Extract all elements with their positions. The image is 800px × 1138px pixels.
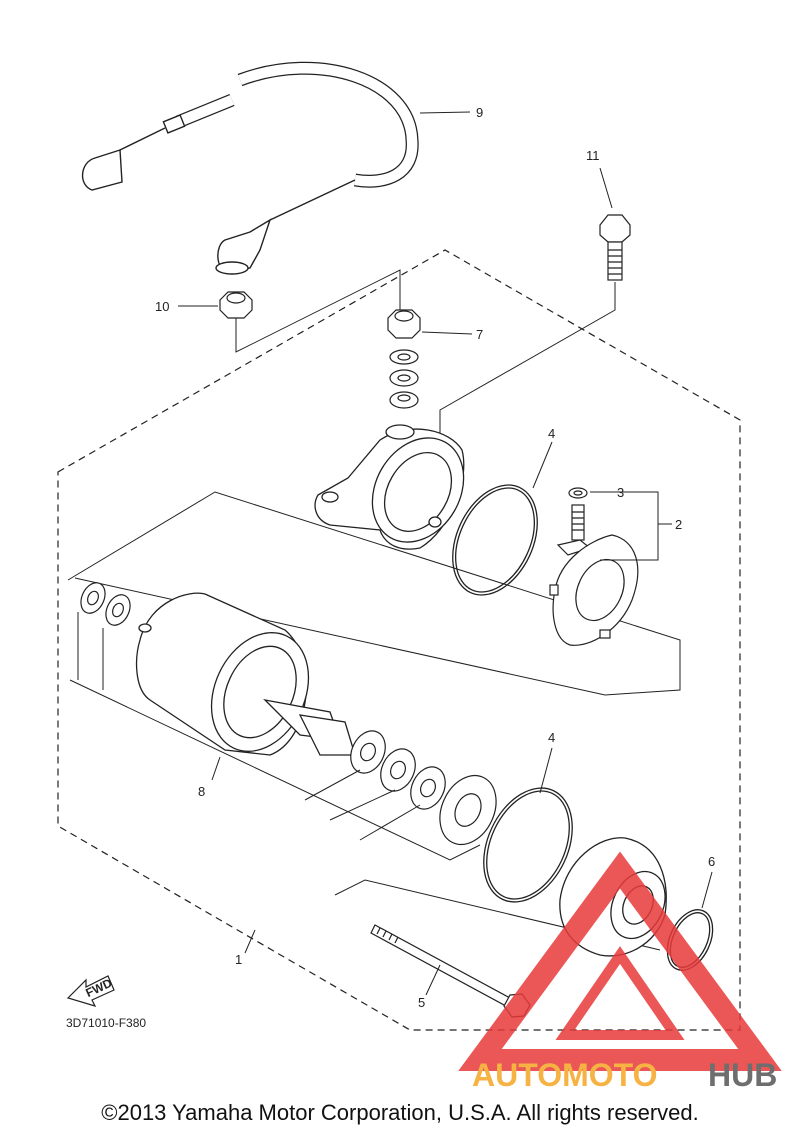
armature-group-frame (67, 491, 681, 696)
part-label-2: 2 (675, 517, 682, 532)
part-label-7: 7 (476, 327, 483, 342)
o-ring-4-lower (483, 787, 573, 903)
starter-rear-cover (314, 424, 465, 550)
starter-motor-body (135, 592, 356, 756)
part-label-3: 3 (617, 485, 624, 500)
watermark-text-hub: HUB (708, 1057, 777, 1093)
lead-wire (81, 61, 419, 275)
fwd-arrow-icon: FWD (66, 975, 115, 1007)
armature-washer-a (80, 582, 131, 626)
part-label-11: 11 (586, 148, 600, 163)
part-label-8: 8 (198, 784, 205, 799)
armature-lower-frame (69, 679, 481, 861)
part-label-10: 10 (155, 299, 169, 314)
part-label-9: 9 (476, 105, 483, 120)
watermark-text-automoto: AUTOMOTO (472, 1057, 657, 1093)
part-label-1: 1 (235, 952, 242, 967)
part-label-5: 5 (418, 995, 425, 1010)
armature-shims (350, 730, 497, 846)
copyright-notice: ©2013 Yamaha Motor Corporation, U.S.A. A… (101, 1100, 699, 1125)
bolt-11 (599, 214, 631, 281)
brush-holder-2 (549, 504, 639, 646)
figure-code: 3D71010-F380 (66, 1016, 146, 1030)
part-label-4-lower: 4 (548, 730, 555, 745)
part-label-6: 6 (708, 854, 715, 869)
washer-3 (568, 487, 588, 499)
nut-10 (219, 291, 253, 319)
part-label-4-upper: 4 (548, 426, 555, 441)
long-bolt-5 (370, 924, 531, 1018)
o-ring-4-upper (452, 484, 538, 596)
bolt-group-frame (334, 879, 661, 951)
automotohub-watermark-logo: AUTOMOTO HUB (458, 851, 782, 1093)
nut-7-stack (387, 309, 421, 409)
